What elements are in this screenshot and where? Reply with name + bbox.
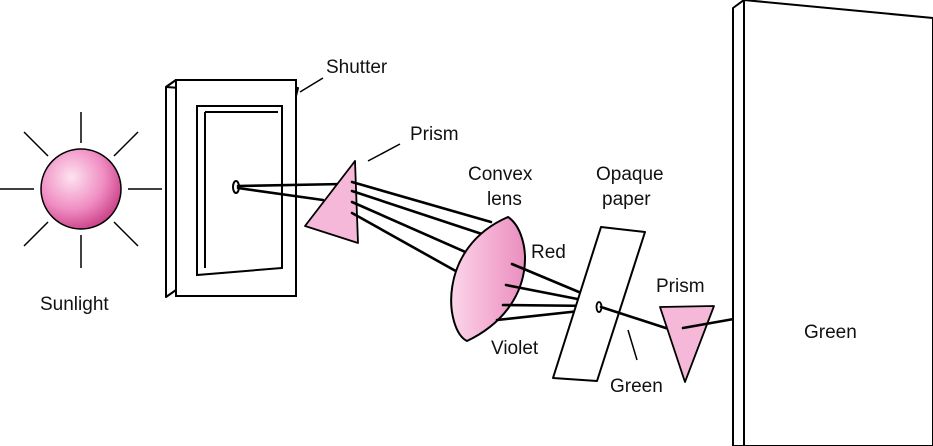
prism-2-label: Prism bbox=[656, 276, 705, 297]
sunlight-label: Sunlight bbox=[40, 294, 109, 315]
opaque-paper-label-line1: Opaque bbox=[596, 164, 664, 185]
convex-lens-label-line2: lens bbox=[487, 189, 522, 210]
prism-1-leader bbox=[367, 143, 401, 162]
green-at-paper-label: Green bbox=[610, 376, 663, 397]
prism-1-label: Prism bbox=[410, 124, 459, 145]
dispersed-rays bbox=[350, 180, 493, 281]
shutter-side bbox=[165, 79, 177, 298]
shutter bbox=[165, 79, 299, 298]
red-label: Red bbox=[531, 242, 566, 263]
convex-lens bbox=[450, 216, 526, 342]
green-on-screen-label: Green bbox=[804, 322, 857, 343]
screen bbox=[732, 0, 933, 446]
prism-1-body bbox=[304, 160, 359, 244]
shutter-label: Shutter bbox=[326, 57, 388, 78]
green-at-paper-leader bbox=[627, 329, 638, 361]
incident-light-rays bbox=[236, 182, 345, 202]
shutter-leader bbox=[299, 77, 324, 93]
sun-icon bbox=[0, 112, 162, 268]
screen-face bbox=[743, 0, 933, 446]
convex-lens-label-line1: Convex bbox=[468, 164, 533, 185]
violet-label: Violet bbox=[491, 338, 539, 359]
shutter-window bbox=[196, 105, 283, 277]
sun-disc bbox=[40, 148, 122, 230]
opaque-paper-label-line2: paper bbox=[602, 189, 651, 210]
screen-side bbox=[732, 0, 745, 446]
sun-rays bbox=[0, 112, 162, 268]
green-ray-to-prism bbox=[599, 305, 680, 334]
prism-1 bbox=[304, 160, 359, 244]
prism-2 bbox=[659, 305, 715, 383]
